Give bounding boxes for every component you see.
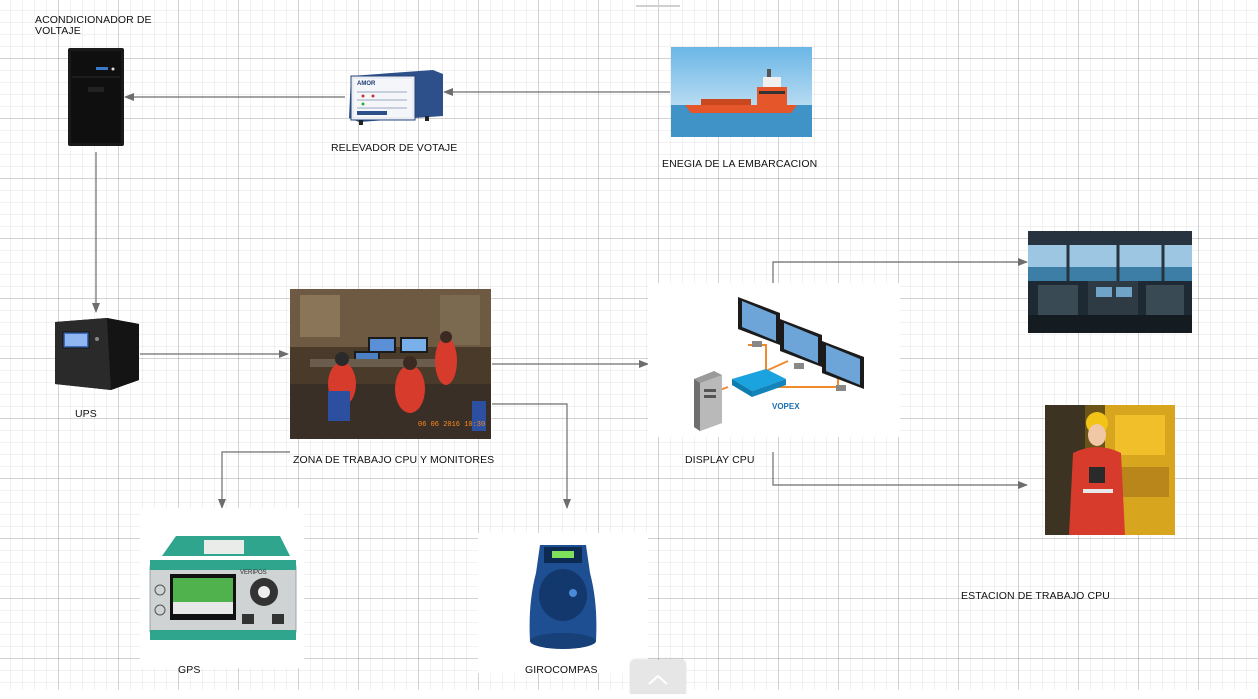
gyrocompass-node[interactable] [478,533,648,673]
ship-power-image [671,47,812,137]
workstation-label: ESTACION DE TRABAJO CPU [961,590,1110,602]
work-zone-label: ZONA DE TRABAJO CPU Y MONITORES [293,454,495,466]
voltage-relay-image: AMOR [349,70,443,125]
voltage-relay-node[interactable]: AMOR [345,68,445,126]
relay-brand-text: AMOR [357,81,376,87]
ship-power-node[interactable] [671,47,812,137]
gps-brand-text: VERIPOS [240,570,267,576]
workstation-photo [1045,405,1175,535]
chevron-up-icon [648,674,668,685]
ship-bridge-node[interactable] [1028,231,1192,333]
connector-workzone-to-gps [218,451,290,509]
page-top-marker [636,5,680,7]
workstation-node[interactable] [1045,405,1175,535]
gps-image: VERIPOS [149,536,297,640]
ups-image [55,318,139,390]
voltage-conditioner-image [68,48,124,146]
work-zone-timestamp: 06 06 2016 10:30 [418,421,485,429]
voltage-conditioner-label: ACONDICIONADOR DE VOLTAJE [35,14,152,37]
vopex-brand-text: VOPEX [772,402,800,411]
gps-node[interactable]: VERIPOS [140,508,304,668]
display-cpu-node[interactable]: VOPEX [648,283,900,437]
scroll-up-button[interactable] [630,660,686,694]
ship-bridge-photo [1028,231,1192,333]
connector-display-to-bridge [772,258,1028,283]
ups-label: UPS [75,408,97,420]
connector-display-to-workstation [772,452,1028,489]
work-zone-node[interactable]: 06 06 2016 10:30 [290,289,491,439]
connector-workzone-to-gyro [492,403,571,509]
work-zone-photo: 06 06 2016 10:30 [290,289,491,439]
gps-label: GPS [178,664,201,676]
gyrocompass-image [529,545,597,649]
ups-node[interactable] [51,314,141,392]
voltage-conditioner-node[interactable] [66,47,126,147]
display-cpu-image: VOPEX [694,297,864,431]
ship-power-label: ENEGIA DE LA EMBARCACION [662,158,818,170]
display-cpu-label: DISPLAY CPU [685,454,755,466]
gyrocompass-label: GIROCOMPAS [525,664,598,676]
voltage-relay-label: RELEVADOR DE VOTAJE [331,142,458,154]
